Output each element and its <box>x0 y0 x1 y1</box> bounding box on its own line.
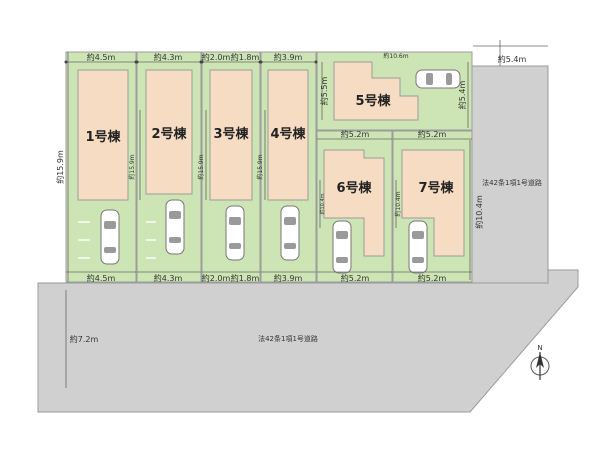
house-4-footprint <box>267 69 309 201</box>
road-right-label: 法42条1項1号道路 <box>482 178 542 187</box>
dim-side-lot7-right: 約10.4m <box>474 195 484 229</box>
house-6-footprint <box>323 149 385 257</box>
dim-top-lot7: 約5.2m <box>418 129 447 139</box>
vertical-dimension-lines <box>65 40 548 388</box>
dim-top-lot5: 約10.6m <box>383 52 408 60</box>
car-lot-6 <box>332 220 352 274</box>
dim-side-lot5a: 約5.5m <box>319 77 329 106</box>
dim-top-lot3a: 約2.0m <box>202 52 231 62</box>
compass-north-label: N <box>537 344 542 352</box>
dim-side-lot3: 約15.9m <box>197 154 205 179</box>
dim-side-lot1-inner: 約15.9m <box>128 154 136 179</box>
dim-bot-lot3b: 約1.8m <box>231 273 260 283</box>
top-dimension-lines <box>64 60 472 140</box>
house-2-label: 2号棟 <box>151 126 187 142</box>
car-lot-4 <box>280 205 300 261</box>
car-lot-1 <box>100 209 120 265</box>
house-7-label: 7号棟 <box>418 180 454 196</box>
house-5-footprint <box>333 61 419 121</box>
dim-top-lot4: 約3.9m <box>274 52 303 62</box>
dim-bot-lot2: 約4.3m <box>154 273 183 283</box>
road-top-width: 約5.4m <box>498 54 527 64</box>
house-6-label: 6号棟 <box>336 180 372 196</box>
dim-side-lot1: 約15.9m <box>55 150 65 184</box>
dim-bot-lot1: 約4.5m <box>87 273 116 283</box>
house-5-label: 5号棟 <box>355 93 391 109</box>
house-1-label: 1号棟 <box>85 129 121 145</box>
dim-top-lot3b: 約1.8m <box>231 52 260 62</box>
dim-bot-lot7: 約5.2m <box>418 273 447 283</box>
car-lot-7 <box>408 220 428 274</box>
car-lot-3 <box>225 205 245 261</box>
dim-side-lot4: 約15.9m <box>256 154 264 179</box>
dim-side-lot5b: 約5.4m <box>457 81 467 110</box>
dim-bot-lot4: 約3.9m <box>274 273 303 283</box>
house-3-label: 3号棟 <box>213 126 249 142</box>
parking-markings <box>78 221 156 259</box>
house-2-footprint <box>145 69 193 195</box>
road-bottom-label: 法42条1項1号道路 <box>258 334 318 343</box>
road-bottom-width: 約7.2m <box>70 334 99 344</box>
house-3-footprint <box>209 69 253 201</box>
dim-side-lot6: 約10.4m <box>319 193 326 214</box>
dim-top-lot6: 約5.2m <box>341 129 370 139</box>
house-1-footprint <box>77 69 129 201</box>
car-lot-2 <box>165 199 185 255</box>
car-lot-5 <box>415 69 461 89</box>
dim-top-lot1: 約4.5m <box>87 52 116 62</box>
dim-bot-lot6: 約5.2m <box>341 273 370 283</box>
dim-bot-lot3a: 約2.0m <box>202 273 231 283</box>
south-road <box>37 269 579 413</box>
dim-side-lot7: 約10.4m <box>394 191 402 216</box>
house-7-footprint <box>401 149 465 257</box>
north-compass-icon: N <box>530 344 550 380</box>
east-road <box>471 65 549 284</box>
house-4-label: 4号棟 <box>270 126 306 142</box>
dim-top-lot2: 約4.3m <box>154 52 183 62</box>
